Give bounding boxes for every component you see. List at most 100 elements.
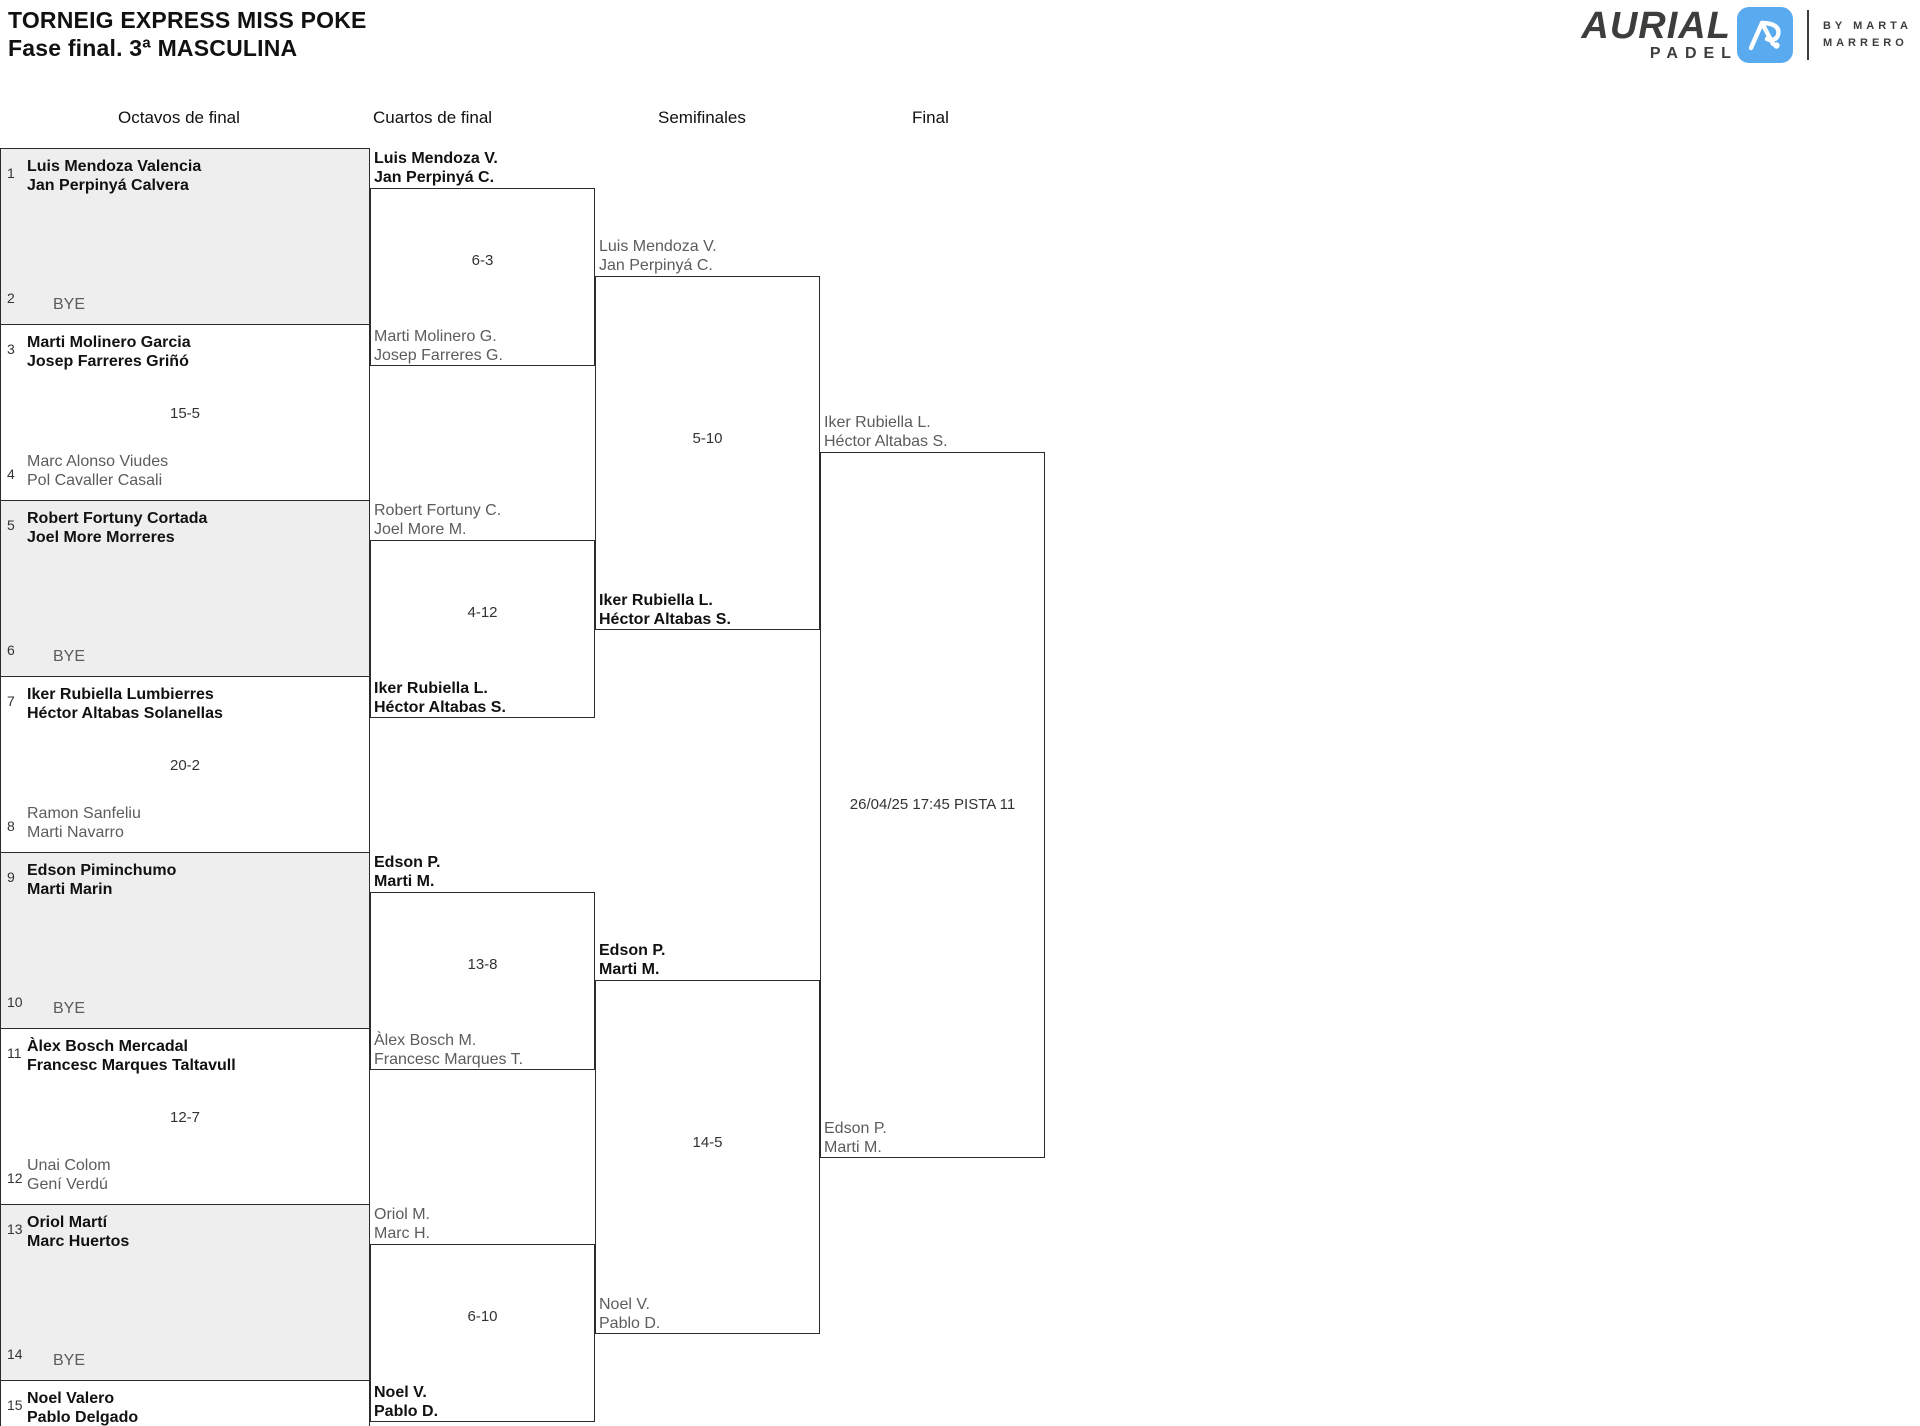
round-header-final: Final	[912, 108, 949, 127]
qf-score: 4-12	[467, 604, 498, 621]
seed-number: 8	[7, 818, 15, 834]
player-name: Marc Alonso Viudes	[27, 453, 169, 470]
seed-number: 7	[7, 693, 15, 709]
player-name: Pablo Delgado	[27, 1409, 139, 1426]
player-name: Francesc Marques T.	[374, 1051, 524, 1068]
player-name: Joel More Morreres	[27, 529, 175, 546]
logo-byline-2: MARRERO	[1822, 37, 1908, 49]
round-header-quarterfinals: Cuartos de final	[373, 108, 493, 127]
bye-label: BYE	[53, 1352, 86, 1369]
final-schedule-info: 26/04/25 17:45 PISTA 11	[849, 796, 1016, 813]
player-name: Marti Marin	[27, 881, 113, 898]
player-name: Iker Rubiella L.	[374, 680, 488, 697]
qf-match-box[interactable]: 6-10	[370, 1244, 595, 1422]
logo-brand-text: AURIAL	[1581, 5, 1731, 47]
sf-match-box[interactable]: 5-10	[595, 276, 820, 630]
qf-team-top: Oriol M.Marc H.	[374, 1205, 430, 1243]
player-name: Edson Piminchumo	[27, 862, 177, 879]
aurial-padel-logo: AURIAL PADEL BY MARTA MARRERO	[1581, 6, 1912, 64]
player-name: Marti M.	[374, 873, 435, 890]
player-name: Marti Molinero Garcia	[27, 334, 191, 351]
tournament-title-block: TORNEIG EXPRESS MISS POKE Fase final. 3ª…	[8, 6, 367, 62]
player-name: Marc H.	[374, 1225, 430, 1242]
logo-byline: BY MARTA MARRERO	[1823, 18, 1912, 52]
qf-team-top: Luis Mendoza V.Jan Perpinyá C.	[374, 149, 498, 187]
player-name: Marti Navarro	[27, 824, 124, 841]
tournament-phase: Fase final. 3ª MASCULINA	[8, 35, 298, 61]
player-name: Luis Mendoza Valencia	[27, 158, 202, 175]
final-team-bottom: Edson P.Marti M.	[824, 1119, 887, 1157]
logo-byline-1: BY MARTA	[1822, 20, 1912, 32]
player-name: Marti M.	[599, 961, 660, 978]
player-name: Francesc Marques Taltavull	[27, 1057, 236, 1074]
r16-score: 12-7	[169, 1109, 201, 1126]
player-name: Ramon Sanfeliu	[27, 805, 141, 822]
player-name: Josep Farreres G.	[374, 347, 503, 364]
player-name: Gení Verdú	[27, 1176, 108, 1193]
seed-number: 14	[7, 1346, 23, 1362]
player-name: Noel V.	[599, 1296, 650, 1313]
aurial-monogram-icon	[1736, 7, 1793, 63]
sf-match-box[interactable]: 14-5	[595, 980, 820, 1334]
player-name: Noel Valero	[27, 1390, 115, 1407]
player-name: Jan Perpinyá C.	[374, 169, 495, 186]
player-name: Pablo D.	[599, 1315, 661, 1332]
player-name: Jan Perpinyá Calvera	[27, 177, 189, 194]
player-name: Josep Farreres Griñó	[27, 353, 189, 370]
qf-match-box[interactable]: 6-3	[370, 188, 595, 366]
seed-number: 1	[7, 165, 15, 181]
player-name: Jan Perpinyá C.	[599, 257, 713, 274]
qf-match-box[interactable]: 4-12	[370, 540, 595, 718]
seed-number: 2	[7, 290, 15, 306]
player-name: Oriol Martí	[27, 1214, 108, 1231]
r16-score: 15-5	[169, 405, 201, 422]
qf-team-bottom: Àlex Bosch M. Francesc Marques T.	[374, 1031, 523, 1069]
qf-team-top: Edson P.Marti M.	[374, 853, 440, 891]
player-name: Pablo D.	[374, 1403, 439, 1420]
qf-team-top: Robert Fortuny C. Joel More M.	[374, 501, 501, 539]
seed-number: 11	[7, 1045, 22, 1061]
player-name: Héctor Altabas Solanellas	[27, 705, 223, 722]
r16-team-bottom: 14 BYE	[1, 1346, 369, 1370]
player-name: Joel More M.	[374, 521, 467, 538]
seed-number: 13	[7, 1221, 23, 1237]
seed-number: 3	[7, 341, 15, 357]
qf-score: 6-10	[467, 1308, 498, 1325]
sf-score: 5-10	[692, 430, 723, 447]
qf-match-box[interactable]: 13-8	[370, 892, 595, 1070]
r16-score: 20-2	[169, 757, 201, 774]
sf-team-top: Luis Mendoza V.Jan Perpinyá C.	[599, 237, 717, 275]
seed-number: 4	[7, 466, 15, 482]
bye-label: BYE	[53, 1000, 86, 1017]
player-name: Àlex Bosch M.	[374, 1032, 477, 1049]
final-team-top: Iker Rubiella L.Héctor Altabas S.	[824, 413, 948, 451]
player-name: Robert Fortuny C.	[374, 502, 502, 519]
bye-label: BYE	[53, 648, 86, 665]
seed-number: 10	[7, 994, 23, 1010]
final-match-box[interactable]: 26/04/25 17:45 PISTA 11	[820, 452, 1045, 1158]
player-name: Héctor Altabas S.	[599, 611, 731, 628]
